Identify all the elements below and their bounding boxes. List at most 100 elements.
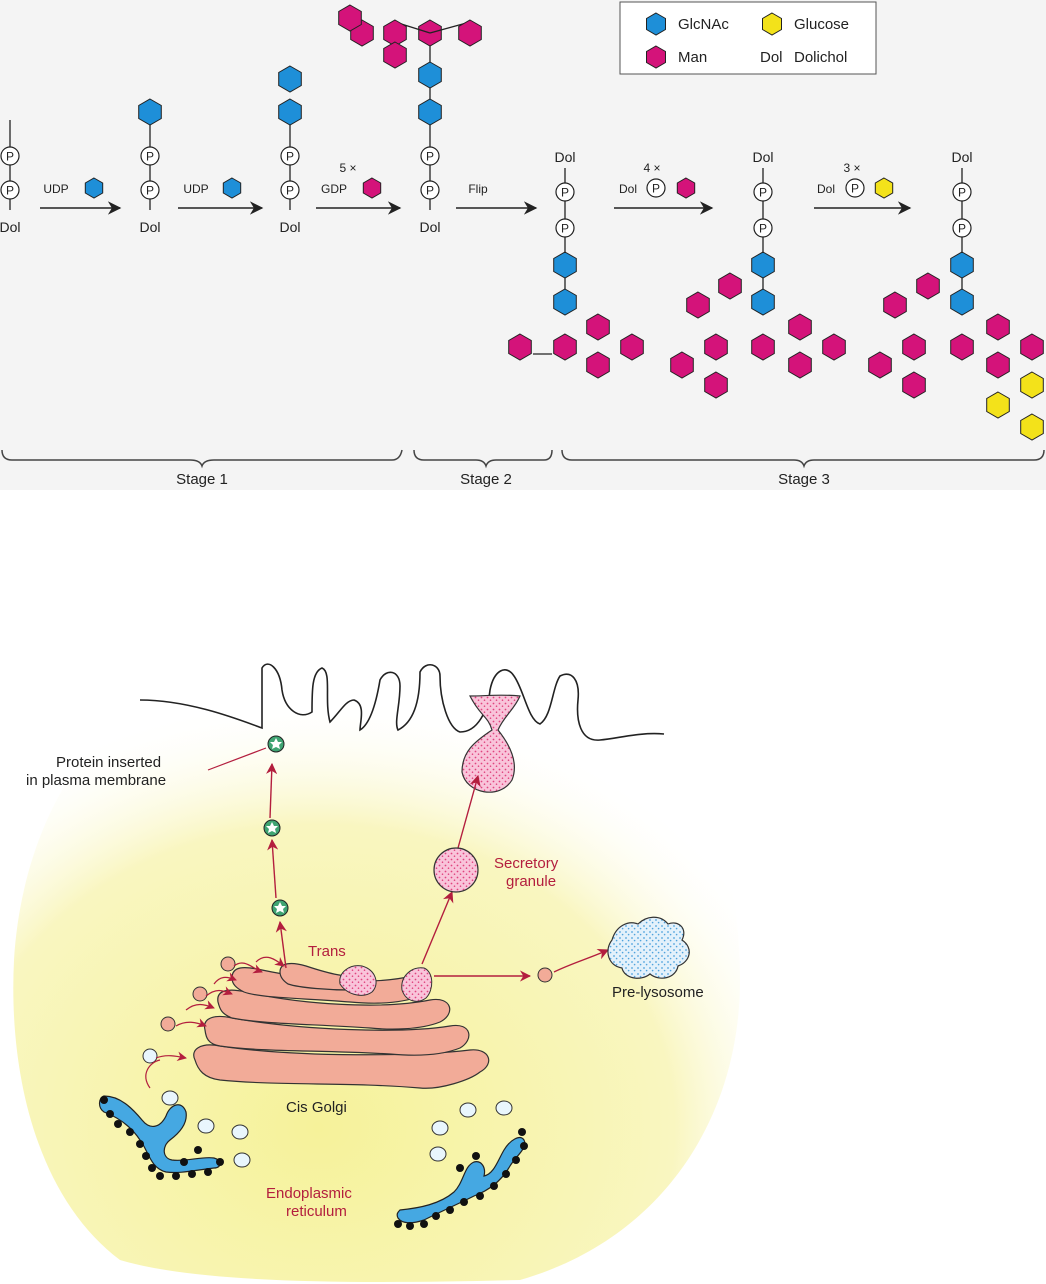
ribosome	[420, 1220, 428, 1228]
legend-glcnac-label: GlcNAc	[678, 16, 729, 33]
ribosome	[136, 1140, 144, 1148]
udp-label: UDP	[183, 182, 208, 196]
pathway-background	[0, 0, 1046, 490]
ribosome	[394, 1220, 402, 1228]
ribosome	[100, 1096, 108, 1104]
ribosome	[194, 1146, 202, 1154]
glcnac-hexagon	[223, 178, 240, 198]
protein-label-line2: in plasma membrane	[26, 772, 166, 789]
ribosome	[216, 1158, 224, 1166]
legend-man-label: Man	[678, 49, 707, 66]
mannose-hexagon	[677, 178, 694, 198]
phosphate-label: P	[561, 222, 569, 236]
dolichol-label: Dol	[554, 149, 575, 165]
ribosome	[148, 1164, 156, 1172]
ribosome	[188, 1170, 196, 1178]
dolichol-label: Dol	[951, 149, 972, 165]
phosphate-label: P	[652, 182, 660, 196]
ribosome	[106, 1110, 114, 1118]
mannose-hexagon	[647, 46, 666, 68]
secretory-granule	[434, 848, 478, 892]
phosphate-label: P	[759, 222, 767, 236]
ribosome	[180, 1158, 188, 1166]
gdp-label: GDP	[321, 182, 347, 196]
dol-reagent-label: Dol	[619, 182, 637, 196]
ribosome	[142, 1152, 150, 1160]
ribosome	[476, 1192, 484, 1200]
legend-glucose-label: Glucose	[794, 16, 849, 33]
mannose-hexagon	[363, 178, 380, 198]
ribosome	[126, 1128, 134, 1136]
phosphate-label: P	[851, 182, 859, 196]
er-label-line1: Endoplasmic	[266, 1185, 352, 1202]
phosphate-label: P	[561, 186, 569, 200]
er-vesicle	[432, 1121, 448, 1135]
secretory-label-line2: granule	[506, 873, 556, 890]
phosphate-label: P	[286, 150, 294, 164]
vesicle	[538, 968, 552, 982]
er-label-line2: reticulum	[286, 1203, 347, 1220]
dolichol-label: Dol	[419, 219, 440, 235]
glcnac-hexagon	[85, 178, 102, 198]
phosphate-label: P	[6, 150, 14, 164]
stage-2-label: Stage 2	[460, 471, 512, 488]
phosphate-label: P	[759, 186, 767, 200]
ribosome	[406, 1222, 414, 1230]
er-vesicle	[198, 1119, 214, 1133]
vesicle	[193, 987, 207, 1001]
ribosome	[156, 1172, 164, 1180]
dolichol-label: Dol	[139, 219, 160, 235]
ribosome	[114, 1120, 122, 1128]
phosphate-label: P	[286, 184, 294, 198]
dolichol-label: Dol	[0, 219, 21, 235]
phosphate-label: P	[426, 150, 434, 164]
phosphate-label: P	[958, 222, 966, 236]
dol-reagent-label: Dol	[817, 182, 835, 196]
secretory-label-line1: Secretory	[494, 855, 559, 872]
vesicle	[161, 1017, 175, 1031]
ribosome	[460, 1198, 468, 1206]
er-vesicle	[460, 1103, 476, 1117]
ribosome	[502, 1170, 510, 1178]
glucose-hexagon	[763, 13, 782, 35]
glcnac-hexagon	[647, 13, 666, 35]
ribosome	[432, 1212, 440, 1220]
er-vesicle	[430, 1147, 446, 1161]
cell-panel: Protein inserted in plasma membrane Secr…	[13, 664, 740, 1282]
udp-label: UDP	[43, 182, 68, 196]
ribosome	[172, 1172, 180, 1180]
trans-label: Trans	[308, 943, 346, 960]
flip-label: Flip	[468, 182, 488, 196]
er-vesicle	[496, 1101, 512, 1115]
er-vesicle	[162, 1091, 178, 1105]
vesicle	[221, 957, 235, 971]
er-vesicle	[234, 1153, 250, 1167]
protein-label-line1: Protein inserted	[56, 754, 161, 771]
stage-3-label: Stage 3	[778, 471, 830, 488]
stage-1-label: Stage 1	[176, 471, 228, 488]
dolichol-label: Dol	[279, 219, 300, 235]
phosphate-label: P	[426, 184, 434, 198]
multiplier-label: 5 ×	[339, 161, 356, 175]
phosphate-label: P	[146, 150, 154, 164]
legend-dol-label: Dolichol	[794, 49, 847, 66]
ribosome	[518, 1128, 526, 1136]
ribosome	[456, 1164, 464, 1172]
ribosome	[520, 1142, 528, 1150]
legend: GlcNAc Glucose Man Dol Dolichol	[620, 2, 876, 74]
prelysosome-label: Pre-lysosome	[612, 984, 704, 1001]
glucose-hexagon	[875, 178, 892, 198]
dolichol-label: Dol	[752, 149, 773, 165]
cis-golgi-label: Cis Golgi	[286, 1099, 347, 1116]
ribosome	[512, 1156, 520, 1164]
ribosome	[472, 1152, 480, 1160]
phosphate-label: P	[958, 186, 966, 200]
multiplier-label: 4 ×	[643, 161, 660, 175]
phosphate-label: P	[6, 184, 14, 198]
pathway-panel: PPDolPPDolPPDolPPDolDolPPDolPPDolPPUDPUD…	[0, 0, 1046, 490]
ribosome	[446, 1206, 454, 1214]
vesicle	[143, 1049, 157, 1063]
multiplier-label: 3 ×	[843, 161, 860, 175]
ribosome	[490, 1182, 498, 1190]
